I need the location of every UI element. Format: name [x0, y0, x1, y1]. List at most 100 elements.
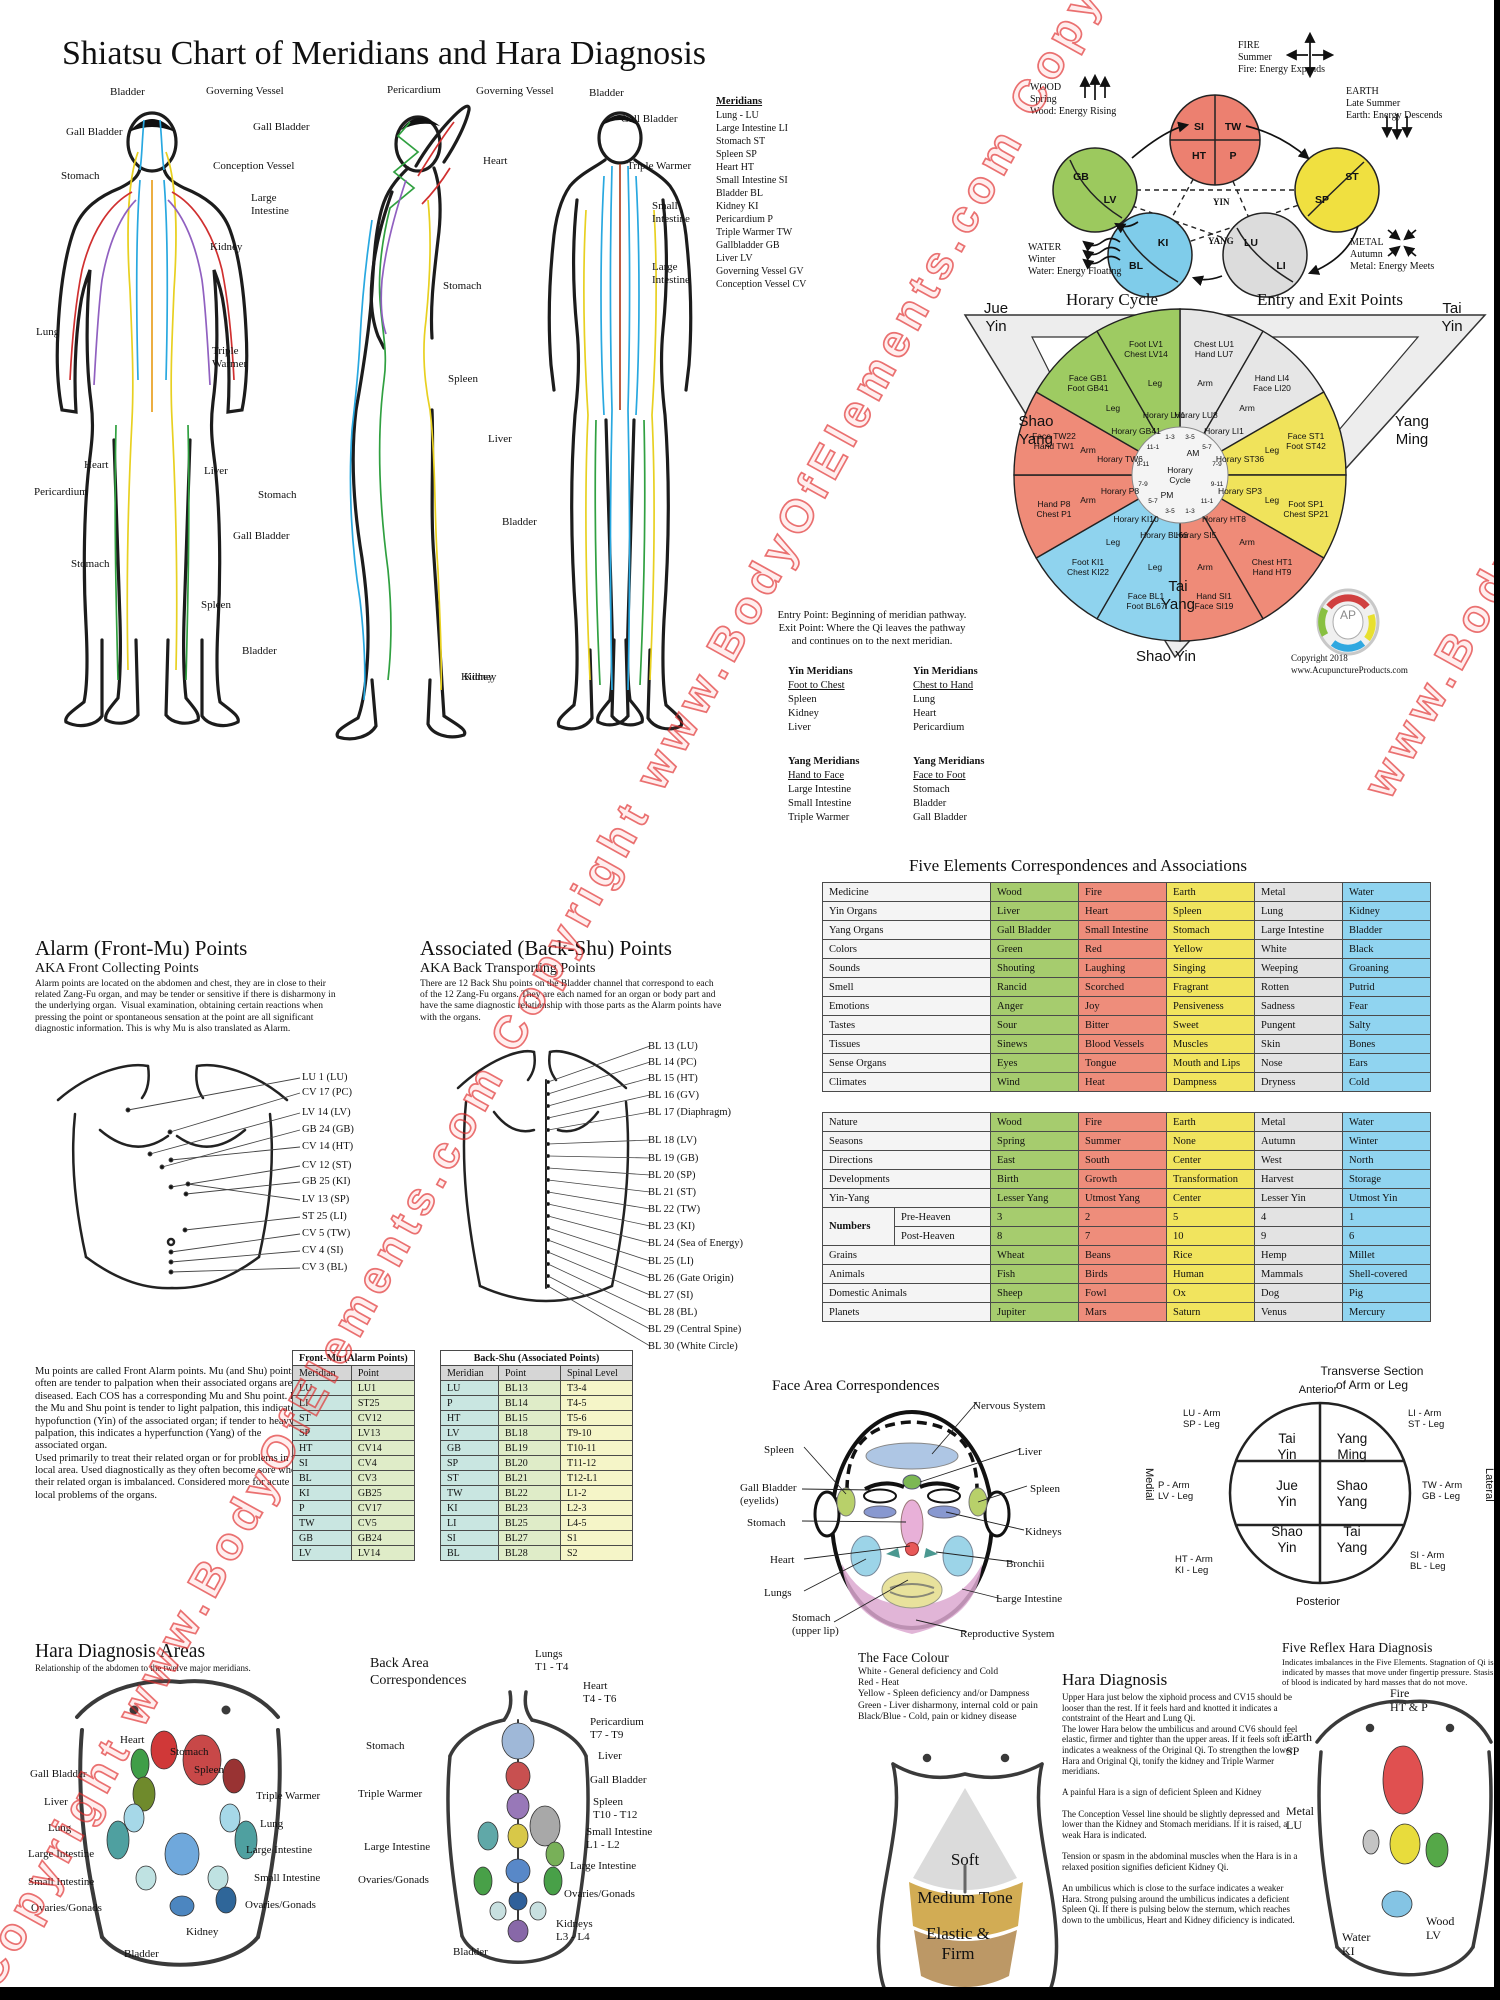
wheel-label-LI: Hand LI4 Face LI20 [1253, 372, 1291, 393]
back-shu-illustration [456, 1045, 651, 1347]
table-cell: Planets [822, 1302, 991, 1322]
label: Lung [48, 1822, 72, 1834]
label: Liver [488, 433, 512, 445]
label: Spleen [448, 373, 478, 385]
copyright-url: www.AcupunctureProducts.com [1291, 665, 1408, 675]
label: Lungs T1 - T4 [535, 1648, 569, 1673]
wheel-label-LI: Horary LI1 [1204, 425, 1244, 436]
table-cell: Animals [822, 1264, 991, 1284]
table-cell: Developments [822, 1169, 991, 1189]
label: CV 12 (ST) [302, 1160, 352, 1171]
label: Large Intestine LI [716, 123, 789, 134]
label: Liver [1018, 1446, 1042, 1458]
label: AKA Back Transporting Points [420, 961, 596, 976]
wheel-label-HT: 11-1 [1200, 498, 1214, 506]
table-cell: BL [440, 1545, 499, 1561]
table-cell: BL22 [498, 1485, 561, 1501]
table-cell: Fear [1342, 996, 1431, 1016]
horary-sector-HT [1178, 473, 1325, 620]
label: BL 17 (Diaphragm) [648, 1107, 732, 1118]
label: HT [1192, 149, 1206, 162]
table-cell: Fowl [1078, 1283, 1167, 1303]
label: YIN [1213, 197, 1230, 207]
table-cell: Heat [1078, 1072, 1167, 1092]
label: Shao Yin [1135, 648, 1197, 665]
table-cell: GB25 [350, 1485, 415, 1501]
label: BL 21 (ST) [648, 1187, 697, 1198]
label: ST 25 (LI) [302, 1211, 347, 1222]
label: Soft [950, 1850, 980, 1869]
label: Face to Foot [913, 770, 966, 781]
table-cell: LV14 [350, 1545, 415, 1561]
label: Lateral [1482, 1468, 1495, 1502]
label: Governing Vessel [476, 85, 554, 97]
label: Exit Point: Where the Qi leaves the path… [778, 623, 966, 634]
label: Stomach (upper lip) [792, 1612, 839, 1637]
table-cell: ST [292, 1410, 352, 1426]
table-cell: Beans [1078, 1245, 1167, 1265]
face-correspondences-illustration [801, 1401, 1028, 1634]
table-cell: Shell-covered [1342, 1264, 1431, 1284]
table-cell: Saturn [1166, 1302, 1255, 1322]
wheel-label-P: Horary P8 [1100, 485, 1140, 496]
five-reflex-illustration [1315, 1699, 1493, 1977]
five-reflex-heading: Five Reflex Hara Diagnosis [1282, 1640, 1433, 1655]
table-cell: L4-5 [560, 1515, 633, 1531]
table-cell: Nature [822, 1112, 991, 1132]
wheel-label-GB: 11-1 [1146, 444, 1160, 452]
table-cell: Rotten [1254, 977, 1343, 997]
table-cell: ST [440, 1470, 499, 1486]
table-cell: Groaning [1342, 958, 1431, 978]
table-cell: Fish [990, 1264, 1079, 1284]
label: Entry Point: Beginning of meridian pathw… [777, 610, 967, 621]
label: Tai Yin [1441, 300, 1463, 335]
table-cell: BL15 [498, 1410, 561, 1426]
label: Spleen T10 - T12 [593, 1796, 638, 1821]
table-cell: T5-6 [560, 1410, 633, 1426]
table-cell: East [990, 1150, 1079, 1170]
table-cell: L2-3 [560, 1500, 633, 1516]
table-cell: Wind [990, 1072, 1079, 1092]
wheel-label-SP: 9-11 [1210, 481, 1224, 489]
meridian-bodies-illustration [55, 104, 693, 741]
horary-cycle-wheel [1013, 308, 1347, 642]
table-cell: LV [440, 1425, 499, 1441]
table-cell: BL13 [498, 1380, 561, 1396]
label: AKA Front Collecting Points [35, 961, 199, 976]
table-cell: CV12 [350, 1410, 415, 1426]
label: Jue Yin [983, 300, 1009, 335]
table-cell: Grains [822, 1245, 991, 1265]
label: BL [1129, 259, 1143, 272]
alarm-heading: Alarm (Front-Mu) Points [35, 936, 248, 960]
label: Shao Yang [1336, 1478, 1368, 1509]
label: Triple Warmer [358, 1788, 423, 1800]
table-cell: Mouth and Lips [1166, 1053, 1255, 1073]
table-cell: 6 [1342, 1226, 1431, 1246]
table-title: Front-Mu (Alarm Points) [292, 1350, 415, 1366]
wheel-label-ST: Horary ST36 [1215, 453, 1265, 464]
label: Liver [788, 722, 811, 733]
label: Kidney [461, 671, 494, 683]
label: BL 29 (Central Spine) [648, 1324, 742, 1335]
label: Yang Meridians [788, 756, 860, 767]
table-cell: Gall Bladder [990, 920, 1079, 940]
table-cell: LU [440, 1380, 499, 1396]
table-cell: Kidney [1342, 901, 1431, 921]
label: Gall Bladder [66, 126, 123, 138]
wheel-label-BL: Horary BL66 [1140, 529, 1188, 540]
table-cell: TW [292, 1515, 352, 1531]
wheel-label-ST: Face ST1 Foot ST42 [1286, 430, 1326, 451]
label: Mu points are called Front Alarm points.… [35, 1366, 304, 1501]
label: Tai Yang [1336, 1524, 1368, 1555]
label: CV 3 (BL) [302, 1262, 348, 1273]
table-cell: BL18 [498, 1425, 561, 1441]
table-cell: GB24 [350, 1530, 415, 1546]
table-cell: Dog [1254, 1283, 1343, 1303]
label: WOOD Spring Wood: Energy Rising [1030, 82, 1117, 117]
table-cell: Transformation [1166, 1169, 1255, 1189]
table-cell: Lesser Yin [1254, 1188, 1343, 1208]
wheel-label-LI: 5-7 [1202, 444, 1212, 452]
label: Stomach [71, 558, 110, 570]
table-cell: GB [440, 1440, 499, 1456]
